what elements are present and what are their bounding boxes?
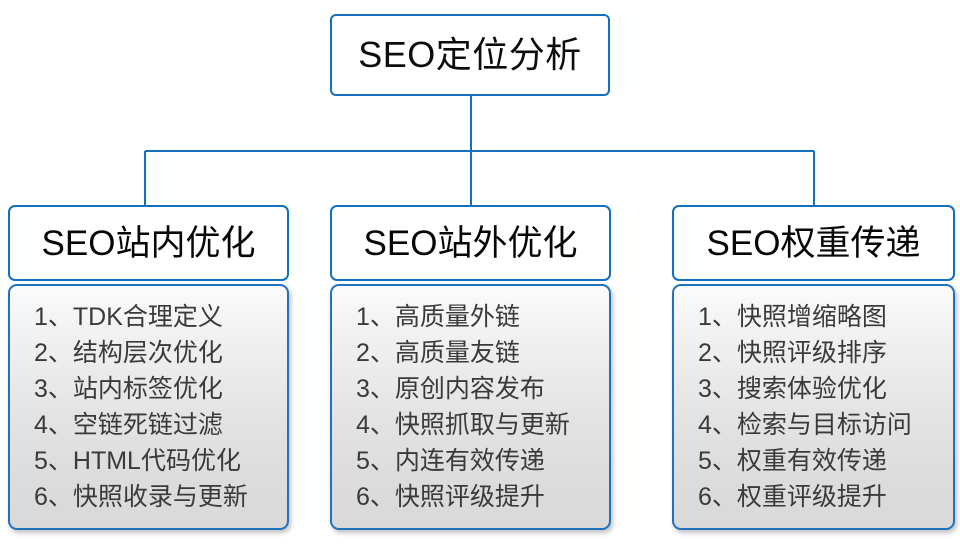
list-item: 2、结构层次优化: [34, 339, 223, 367]
branch-header-weight-label: SEO权重传递: [706, 223, 921, 263]
list-item: 5、内连有效传递: [356, 447, 545, 475]
branch-header-offsite-label: SEO站外优化: [363, 223, 578, 263]
item-list-weight: 1、快照增缩略图 2、快照评级排序 3、搜索体验优化 4、检索与目标访问 5、权…: [674, 299, 953, 515]
branch-body-weight: 1、快照增缩略图 2、快照评级排序 3、搜索体验优化 4、检索与目标访问 5、权…: [672, 284, 955, 530]
branch-column-offsite: SEO站外优化 1、高质量外链 2、高质量友链 3、原创内容发布 4、快照抓取与…: [330, 205, 611, 530]
list-item: 1、高质量外链: [356, 303, 520, 331]
item-list-onsite: 1、TDK合理定义 2、结构层次优化 3、站内标签优化 4、空链死链过滤 5、H…: [10, 299, 287, 515]
list-item: 5、HTML代码优化: [34, 447, 241, 475]
branch-body-offsite: 1、高质量外链 2、高质量友链 3、原创内容发布 4、快照抓取与更新 5、内连有…: [330, 284, 611, 530]
branch-header-onsite-label: SEO站内优化: [41, 223, 256, 263]
branch-column-onsite: SEO站内优化 1、TDK合理定义 2、结构层次优化 3、站内标签优化 4、空链…: [8, 205, 289, 530]
branch-column-weight: SEO权重传递 1、快照增缩略图 2、快照评级排序 3、搜索体验优化 4、检索与…: [672, 205, 955, 530]
list-item: 2、高质量友链: [356, 339, 520, 367]
list-item: 6、快照收录与更新: [34, 483, 248, 511]
branch-header-onsite[interactable]: SEO站内优化: [8, 205, 289, 281]
list-item: 1、TDK合理定义: [34, 303, 223, 331]
list-item: 3、原创内容发布: [356, 375, 545, 403]
list-item: 6、快照评级提升: [356, 483, 545, 511]
list-item: 4、空链死链过滤: [34, 411, 223, 439]
item-list-offsite: 1、高质量外链 2、高质量友链 3、原创内容发布 4、快照抓取与更新 5、内连有…: [332, 299, 609, 515]
root-node-title: SEO定位分析: [358, 34, 582, 75]
root-node[interactable]: SEO定位分析: [330, 14, 610, 96]
branch-header-weight[interactable]: SEO权重传递: [672, 205, 955, 281]
list-item: 6、权重评级提升: [698, 483, 887, 511]
branch-header-offsite[interactable]: SEO站外优化: [330, 205, 611, 281]
list-item: 4、快照抓取与更新: [356, 411, 570, 439]
list-item: 3、站内标签优化: [34, 375, 223, 403]
list-item: 4、检索与目标访问: [698, 411, 912, 439]
list-item: 3、搜索体验优化: [698, 375, 887, 403]
list-item: 2、快照评级排序: [698, 339, 887, 367]
list-item: 5、权重有效传递: [698, 447, 887, 475]
list-item: 1、快照增缩略图: [698, 303, 887, 331]
branch-body-onsite: 1、TDK合理定义 2、结构层次优化 3、站内标签优化 4、空链死链过滤 5、H…: [8, 284, 289, 530]
